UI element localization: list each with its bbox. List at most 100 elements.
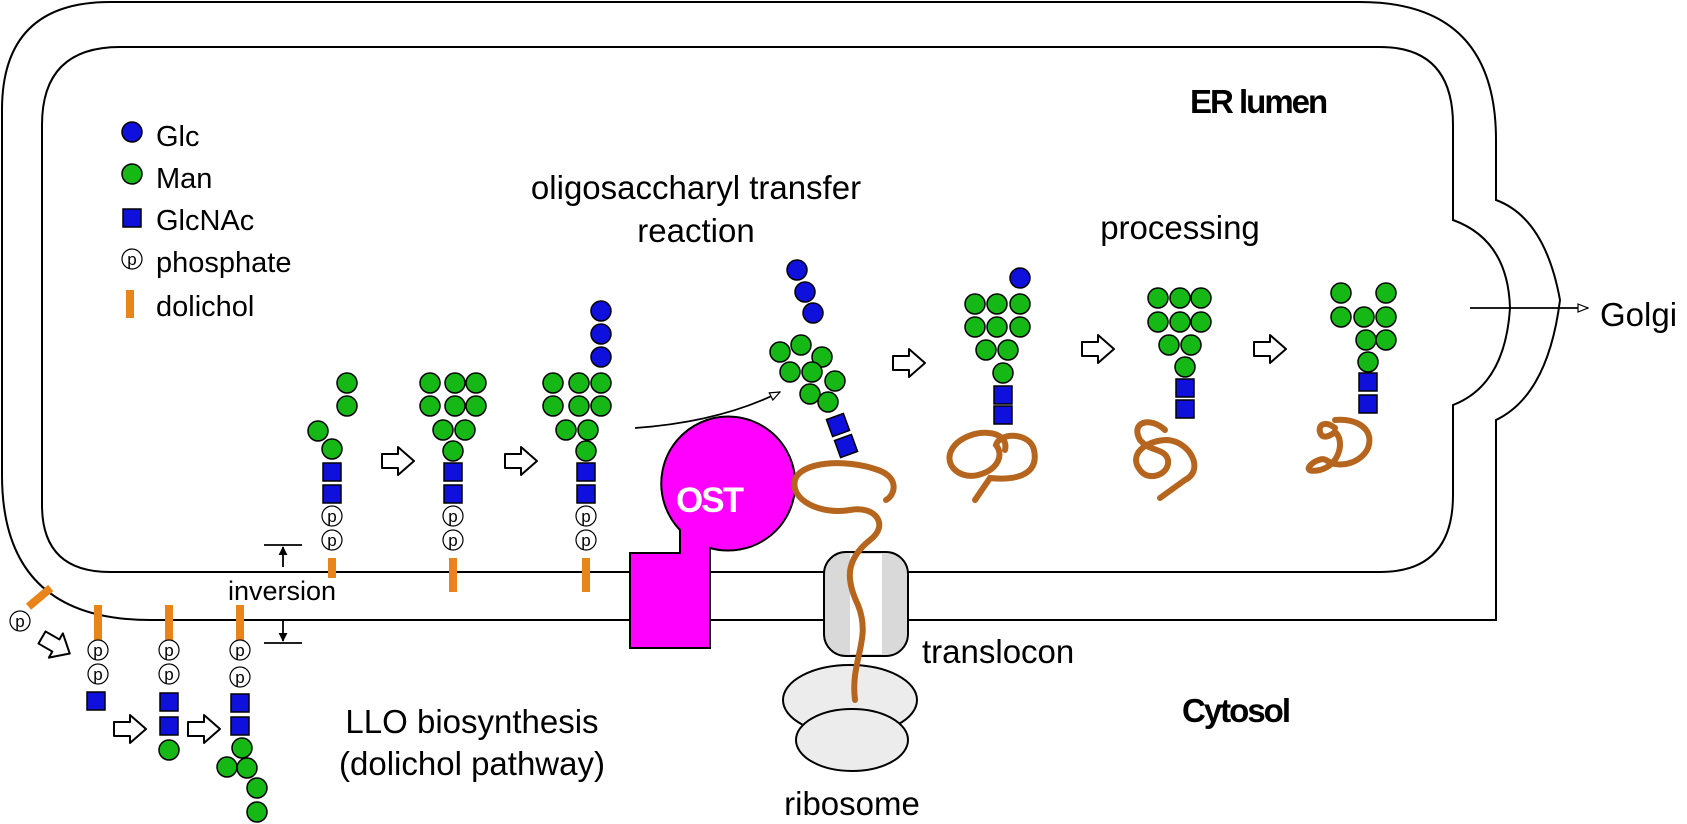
step-arrow — [113, 714, 147, 744]
man-icon — [465, 372, 487, 394]
legend-label: phosphate — [156, 247, 291, 279]
dolichol-icon — [25, 584, 54, 610]
man-icon — [1330, 282, 1352, 304]
legend-item-phosphate: p phosphate — [121, 247, 291, 279]
man-icon — [801, 361, 823, 383]
folded-peptide-3 — [1305, 416, 1373, 474]
dolichol-icon — [582, 558, 590, 592]
man-icon — [1190, 287, 1212, 309]
man-icon — [321, 438, 343, 460]
glcnac-icon — [825, 412, 851, 438]
man-icon — [1330, 306, 1352, 328]
man-icon — [964, 316, 986, 338]
glcnac-icon — [322, 484, 342, 504]
llo-glc3man9: pp — [542, 300, 612, 592]
glcnac-icon — [576, 484, 596, 504]
glc-icon — [786, 259, 808, 281]
phosphate-glyph: p — [93, 665, 102, 684]
llo-man9: pp — [419, 372, 487, 592]
phosphate-icon: p — [229, 666, 251, 688]
ribosome — [782, 664, 918, 772]
man-icon — [986, 293, 1008, 315]
glcnac-icon — [833, 433, 859, 459]
phosphate-icon — [121, 248, 143, 270]
phosphate-glyph: p — [164, 641, 173, 660]
ost-label: OST — [676, 481, 744, 520]
man-icon — [1009, 316, 1031, 338]
man-icon — [1353, 306, 1375, 328]
man-icon — [542, 372, 564, 394]
phosphate-icon: p — [321, 505, 343, 527]
man-icon — [419, 395, 441, 417]
man-icon — [590, 372, 612, 394]
man-icon — [1158, 334, 1180, 356]
phosphate-icon: p — [321, 529, 343, 551]
phosphate-icon: p — [158, 639, 180, 661]
dolichol-icon — [165, 605, 173, 640]
man-icon — [577, 419, 599, 441]
dolichol-icon — [328, 558, 336, 578]
ost-body — [629, 415, 797, 649]
man-icon — [444, 372, 466, 394]
er-outer-membrane — [1, 1, 1562, 621]
phosphate-icon: p — [9, 610, 31, 632]
inversion-label: inversion — [228, 576, 336, 606]
phosphate-icon: p — [575, 505, 597, 527]
phosphate-icon: p — [87, 663, 109, 685]
man-icon — [568, 372, 590, 394]
dolichol-icon — [126, 290, 134, 318]
legend: Glc Man GlcNAc p phosphate dolichol — [121, 121, 291, 323]
man-icon — [1180, 334, 1202, 356]
glc-icon — [794, 281, 816, 303]
man-icon — [454, 419, 476, 441]
ribosome-label: ribosome — [784, 785, 920, 822]
transfer-label-line1: oligosaccharyl transfer — [531, 169, 861, 206]
man-icon — [442, 440, 464, 462]
phosphate-glyph: p — [127, 250, 136, 269]
transferred-glycan — [769, 259, 859, 459]
legend-item-dolichol: dolichol — [126, 290, 254, 323]
glcnac-icon — [576, 462, 596, 482]
man-icon — [811, 346, 833, 368]
man-icon — [231, 737, 253, 759]
glc-icon — [802, 302, 824, 324]
llo-man5: pp — [307, 372, 358, 578]
glcnac-icon — [1358, 394, 1378, 414]
glcnac-icon — [993, 385, 1013, 405]
phosphate-glyph: p — [93, 641, 102, 660]
phosphate-glyph: p — [15, 612, 24, 631]
phosphate-glyph: p — [164, 665, 173, 684]
folded-peptide-2 — [1133, 419, 1198, 501]
glcnac-icon — [1175, 399, 1195, 419]
legend-label: dolichol — [156, 291, 254, 323]
glcnac-icon — [159, 716, 179, 736]
step-arrow — [1253, 334, 1287, 364]
phosphate-glyph: p — [327, 507, 336, 526]
man-icon — [555, 419, 577, 441]
glcnac-icon — [443, 462, 463, 482]
man-icon — [1147, 311, 1169, 333]
legend-label: Glc — [156, 121, 200, 153]
glcnac-icon — [86, 691, 106, 711]
man-icon — [1375, 282, 1397, 304]
cytosol-label: Cytosol — [1182, 692, 1289, 729]
man-icon — [1190, 311, 1212, 333]
ribosome-small-subunit — [795, 708, 909, 772]
step-arrow — [1081, 334, 1115, 364]
man-icon — [975, 339, 997, 361]
phosphate-icon: p — [87, 639, 109, 661]
arrows — [264, 308, 1588, 644]
step-arrow — [892, 348, 926, 378]
legend-item-glc: Glc — [121, 121, 200, 153]
processed-glycan-1 — [964, 267, 1031, 425]
legend-item-man: Man — [121, 163, 212, 195]
glcnac-icon — [993, 405, 1013, 425]
man-icon — [779, 361, 801, 383]
phosphate-icon: p — [158, 663, 180, 685]
man-icon — [1169, 287, 1191, 309]
man-icon — [465, 395, 487, 417]
glcnac-icon — [122, 208, 142, 228]
man-icon — [1355, 329, 1377, 351]
